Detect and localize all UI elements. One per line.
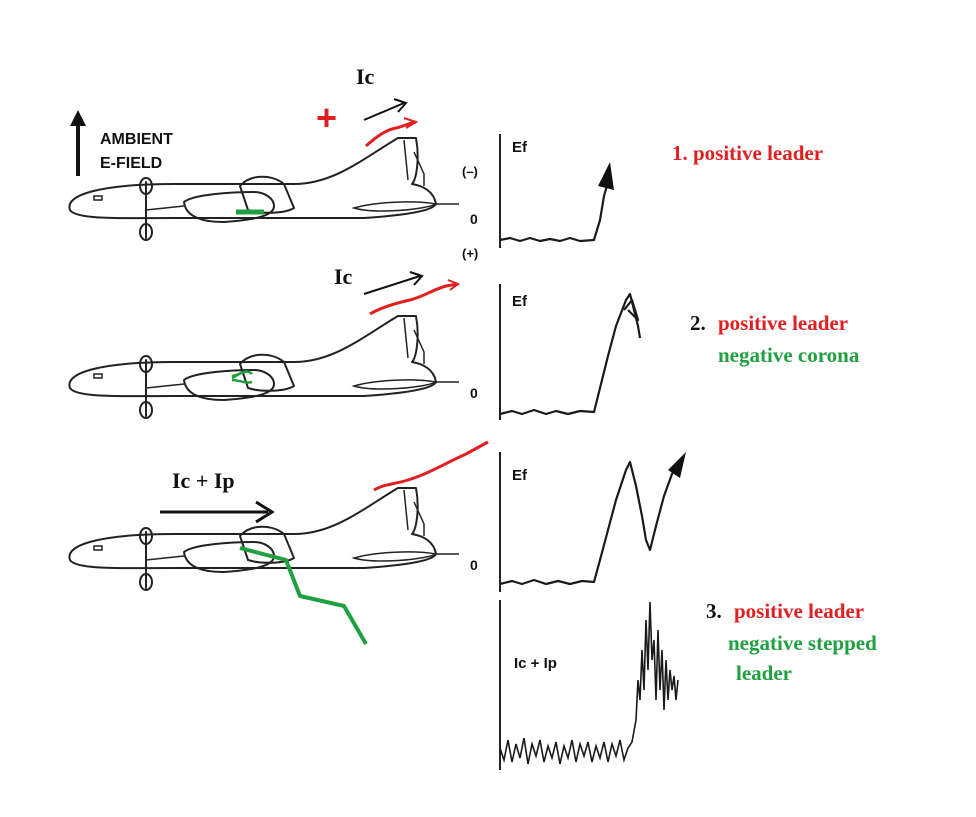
- current-label-3: Ic + Ip: [172, 468, 235, 493]
- caption-3-red: positive leader: [734, 599, 864, 623]
- negative-stepped-leader: [239, 546, 368, 646]
- efield-trace-3: [499, 460, 681, 586]
- graph-label-ef-2: Ef: [512, 293, 528, 310]
- ambient-field-indicator: AMBIENT E-FIELD: [70, 110, 173, 176]
- graph-label-ef-3: Ef: [512, 467, 528, 484]
- positive-leader-3: [373, 440, 489, 492]
- caption-3-number: 3.: [706, 599, 722, 623]
- efield-trace-1: [499, 181, 610, 243]
- positive-charge-sign: +: [316, 97, 337, 138]
- tick-zero-2: 0: [470, 385, 478, 401]
- caption-2-red: positive leader: [718, 311, 848, 335]
- tick-negative: (–): [462, 164, 478, 179]
- airplane-3: [68, 487, 460, 591]
- negative-corona: [231, 370, 253, 384]
- panel-1: + Ic Ef (–) 0 (+) 1. positive leader: [68, 64, 823, 261]
- current-arrow-2: [363, 275, 421, 295]
- current-graph: Ic + Ip: [499, 600, 679, 770]
- panel-3: Ic + Ip Ef 0 Ic + Ip 3. positive leader …: [68, 440, 877, 770]
- efield-trace-2: [499, 292, 642, 416]
- caption-2-number: 2.: [690, 311, 706, 335]
- current-label-2: Ic: [334, 264, 353, 289]
- panel-2: Ic Ef 0 2. positive leader negative coro…: [68, 264, 860, 420]
- positive-leader-1: [365, 120, 417, 148]
- ambient-field-arrowhead: [70, 110, 86, 126]
- efield-label: E-FIELD: [100, 155, 162, 172]
- efield-graph-3: Ef 0: [470, 452, 686, 592]
- airplane-2: [68, 315, 460, 419]
- efield-graph-2: Ef 0: [470, 284, 642, 420]
- ambient-label: AMBIENT: [100, 131, 173, 148]
- tick-positive: (+): [462, 246, 478, 261]
- current-trace: [499, 601, 679, 765]
- caption-2-green: negative corona: [718, 343, 860, 367]
- caption-3-green-1: negative stepped: [728, 631, 877, 655]
- tick-zero-3: 0: [470, 557, 478, 573]
- tick-zero-1: 0: [470, 211, 478, 227]
- current-arrow-1: [363, 102, 405, 121]
- airplane-1: [68, 137, 460, 241]
- efield-graph-1: Ef (–) 0 (+): [462, 134, 614, 261]
- current-label-1: Ic: [356, 64, 375, 89]
- caption-3-green-2: leader: [736, 661, 792, 685]
- current-graph-label: Ic + Ip: [514, 655, 557, 672]
- caption-1: 1. positive leader: [672, 141, 823, 165]
- positive-leader-2: [369, 282, 459, 316]
- graph-label-ef-1: Ef: [512, 139, 528, 156]
